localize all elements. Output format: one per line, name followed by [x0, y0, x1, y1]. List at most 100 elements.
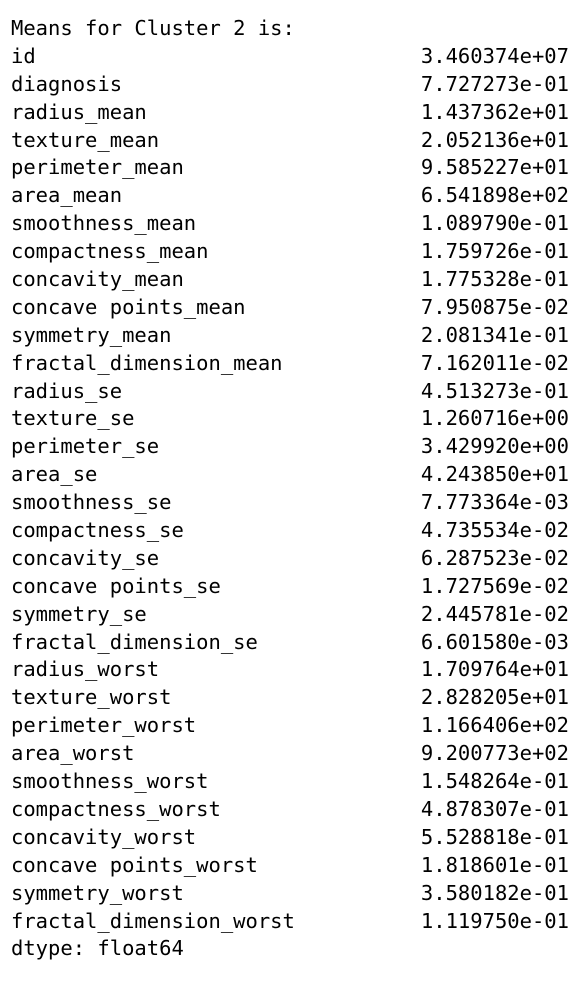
- row-label: symmetry_se: [11, 601, 147, 626]
- row-label: area_worst: [11, 741, 135, 766]
- row-value: 4.878307e-01: [420, 796, 569, 821]
- row-value: 3.429920e+00: [420, 434, 569, 459]
- row-label: texture_se: [11, 406, 135, 431]
- row-value: 2.445781e-02: [420, 601, 569, 626]
- series-row: id 3.460374e+07: [11, 43, 569, 71]
- series-row: symmetry_se 2.445781e-02: [11, 601, 569, 629]
- series-row: texture_worst 2.828205e+01: [11, 684, 569, 712]
- row-label: radius_mean: [11, 99, 147, 124]
- row-label: compactness_se: [11, 518, 184, 543]
- row-label: fractal_dimension_se: [11, 629, 258, 654]
- row-value: 7.727273e-01: [420, 71, 569, 96]
- row-label: radius_worst: [11, 657, 160, 682]
- row-label: radius_se: [11, 378, 123, 403]
- row-label: concavity_worst: [11, 824, 197, 849]
- series-row: area_worst 9.200773e+02: [11, 740, 569, 768]
- series-row: concavity_se 6.287523e-02: [11, 545, 569, 573]
- row-label: compactness_worst: [11, 796, 221, 821]
- row-label: fractal_dimension_worst: [11, 908, 295, 933]
- series-row: smoothness_mean 1.089790e-01: [11, 210, 569, 238]
- row-value: 1.166406e+02: [420, 713, 569, 738]
- series-row: compactness_mean 1.759726e-01: [11, 238, 569, 266]
- series-row: fractal_dimension_worst 1.119750e-01: [11, 908, 569, 936]
- series-row: texture_mean 2.052136e+01: [11, 127, 569, 155]
- row-value: 1.119750e-01: [420, 908, 569, 933]
- row-value: 4.513273e-01: [420, 378, 569, 403]
- row-label: area_se: [11, 462, 98, 487]
- row-label: concavity_se: [11, 545, 160, 570]
- row-label: concave points_worst: [11, 852, 258, 877]
- row-label: area_mean: [11, 183, 123, 208]
- row-label: concave points_mean: [11, 294, 246, 319]
- series-row: concave points_se 1.727569e-02: [11, 573, 569, 601]
- series-row: concavity_mean 1.775328e-01: [11, 266, 569, 294]
- row-label: diagnosis: [11, 71, 123, 96]
- row-label: concave points_se: [11, 573, 221, 598]
- row-value: 1.727569e-02: [420, 573, 569, 598]
- series-row: concave points_worst 1.818601e-01: [11, 852, 569, 880]
- series-row: diagnosis 7.727273e-01: [11, 71, 569, 99]
- dtype-footer: dtype: float64: [11, 936, 184, 961]
- row-value: 2.081341e-01: [420, 322, 569, 347]
- row-label: smoothness_mean: [11, 211, 197, 236]
- row-value: 6.287523e-02: [420, 545, 569, 570]
- row-value: 1.818601e-01: [420, 852, 569, 877]
- row-label: smoothness_se: [11, 490, 172, 515]
- series-row: concave points_mean 7.950875e-02: [11, 294, 569, 322]
- row-label: texture_mean: [11, 127, 160, 152]
- series-row: texture_se 1.260716e+00: [11, 405, 569, 433]
- series-row: concavity_worst 5.528818e-01: [11, 824, 569, 852]
- row-value: 9.585227e+01: [420, 155, 569, 180]
- row-value: 2.828205e+01: [420, 685, 569, 710]
- row-value: 1.437362e+01: [420, 99, 569, 124]
- series-row: area_se 4.243850e+01: [11, 461, 569, 489]
- row-label: fractal_dimension_mean: [11, 350, 283, 375]
- row-value: 3.460374e+07: [420, 43, 569, 68]
- output-header: Means for Cluster 2 is:: [11, 16, 295, 40]
- row-value: 7.773364e-03: [420, 490, 569, 515]
- row-label: concavity_mean: [11, 267, 184, 292]
- series-row: fractal_dimension_se 6.601580e-03: [11, 629, 569, 657]
- row-label: perimeter_worst: [11, 713, 197, 738]
- row-value: 1.089790e-01: [420, 211, 569, 236]
- row-value: 1.548264e-01: [420, 769, 569, 794]
- series-row: smoothness_worst 1.548264e-01: [11, 768, 569, 796]
- row-label: id: [11, 43, 36, 68]
- row-value: 1.709764e+01: [420, 657, 569, 682]
- row-value: 1.260716e+00: [420, 406, 569, 431]
- row-value: 1.775328e-01: [420, 267, 569, 292]
- series-row: compactness_se 4.735534e-02: [11, 517, 569, 545]
- row-value: 5.528818e-01: [420, 824, 569, 849]
- series-row: perimeter_mean 9.585227e+01: [11, 154, 569, 182]
- row-value: 2.052136e+01: [420, 127, 569, 152]
- row-value: 7.950875e-02: [420, 294, 569, 319]
- row-value: 6.541898e+02: [420, 183, 569, 208]
- row-value: 6.601580e-03: [420, 629, 569, 654]
- row-label: texture_worst: [11, 685, 172, 710]
- series-row: fractal_dimension_mean 7.162011e-02: [11, 350, 569, 378]
- row-label: perimeter_mean: [11, 155, 184, 180]
- series-row: symmetry_worst 3.580182e-01: [11, 880, 569, 908]
- series-row: perimeter_se 3.429920e+00: [11, 433, 569, 461]
- series-row: radius_worst 1.709764e+01: [11, 656, 569, 684]
- row-value: 7.162011e-02: [420, 350, 569, 375]
- row-label: compactness_mean: [11, 239, 209, 264]
- series-row: symmetry_mean 2.081341e-01: [11, 322, 569, 350]
- console-output: Means for Cluster 2 is: id 3.460374e+07 di…: [11, 15, 569, 963]
- row-label: perimeter_se: [11, 434, 160, 459]
- series-row: radius_se 4.513273e-01: [11, 378, 569, 406]
- row-value: 4.735534e-02: [420, 518, 569, 543]
- series-rows: id 3.460374e+07 diagnosis 7.727273e-01 radiu…: [11, 43, 569, 936]
- series-row: perimeter_worst 1.166406e+02: [11, 712, 569, 740]
- series-row: area_mean 6.541898e+02: [11, 182, 569, 210]
- row-value: 3.580182e-01: [420, 880, 569, 905]
- row-label: symmetry_mean: [11, 322, 172, 347]
- row-label: smoothness_worst: [11, 769, 209, 794]
- row-value: 1.759726e-01: [420, 239, 569, 264]
- row-label: symmetry_worst: [11, 880, 184, 905]
- series-row: radius_mean 1.437362e+01: [11, 99, 569, 127]
- row-value: 9.200773e+02: [420, 741, 569, 766]
- row-value: 4.243850e+01: [420, 462, 569, 487]
- series-row: compactness_worst 4.878307e-01: [11, 796, 569, 824]
- series-row: smoothness_se 7.773364e-03: [11, 489, 569, 517]
